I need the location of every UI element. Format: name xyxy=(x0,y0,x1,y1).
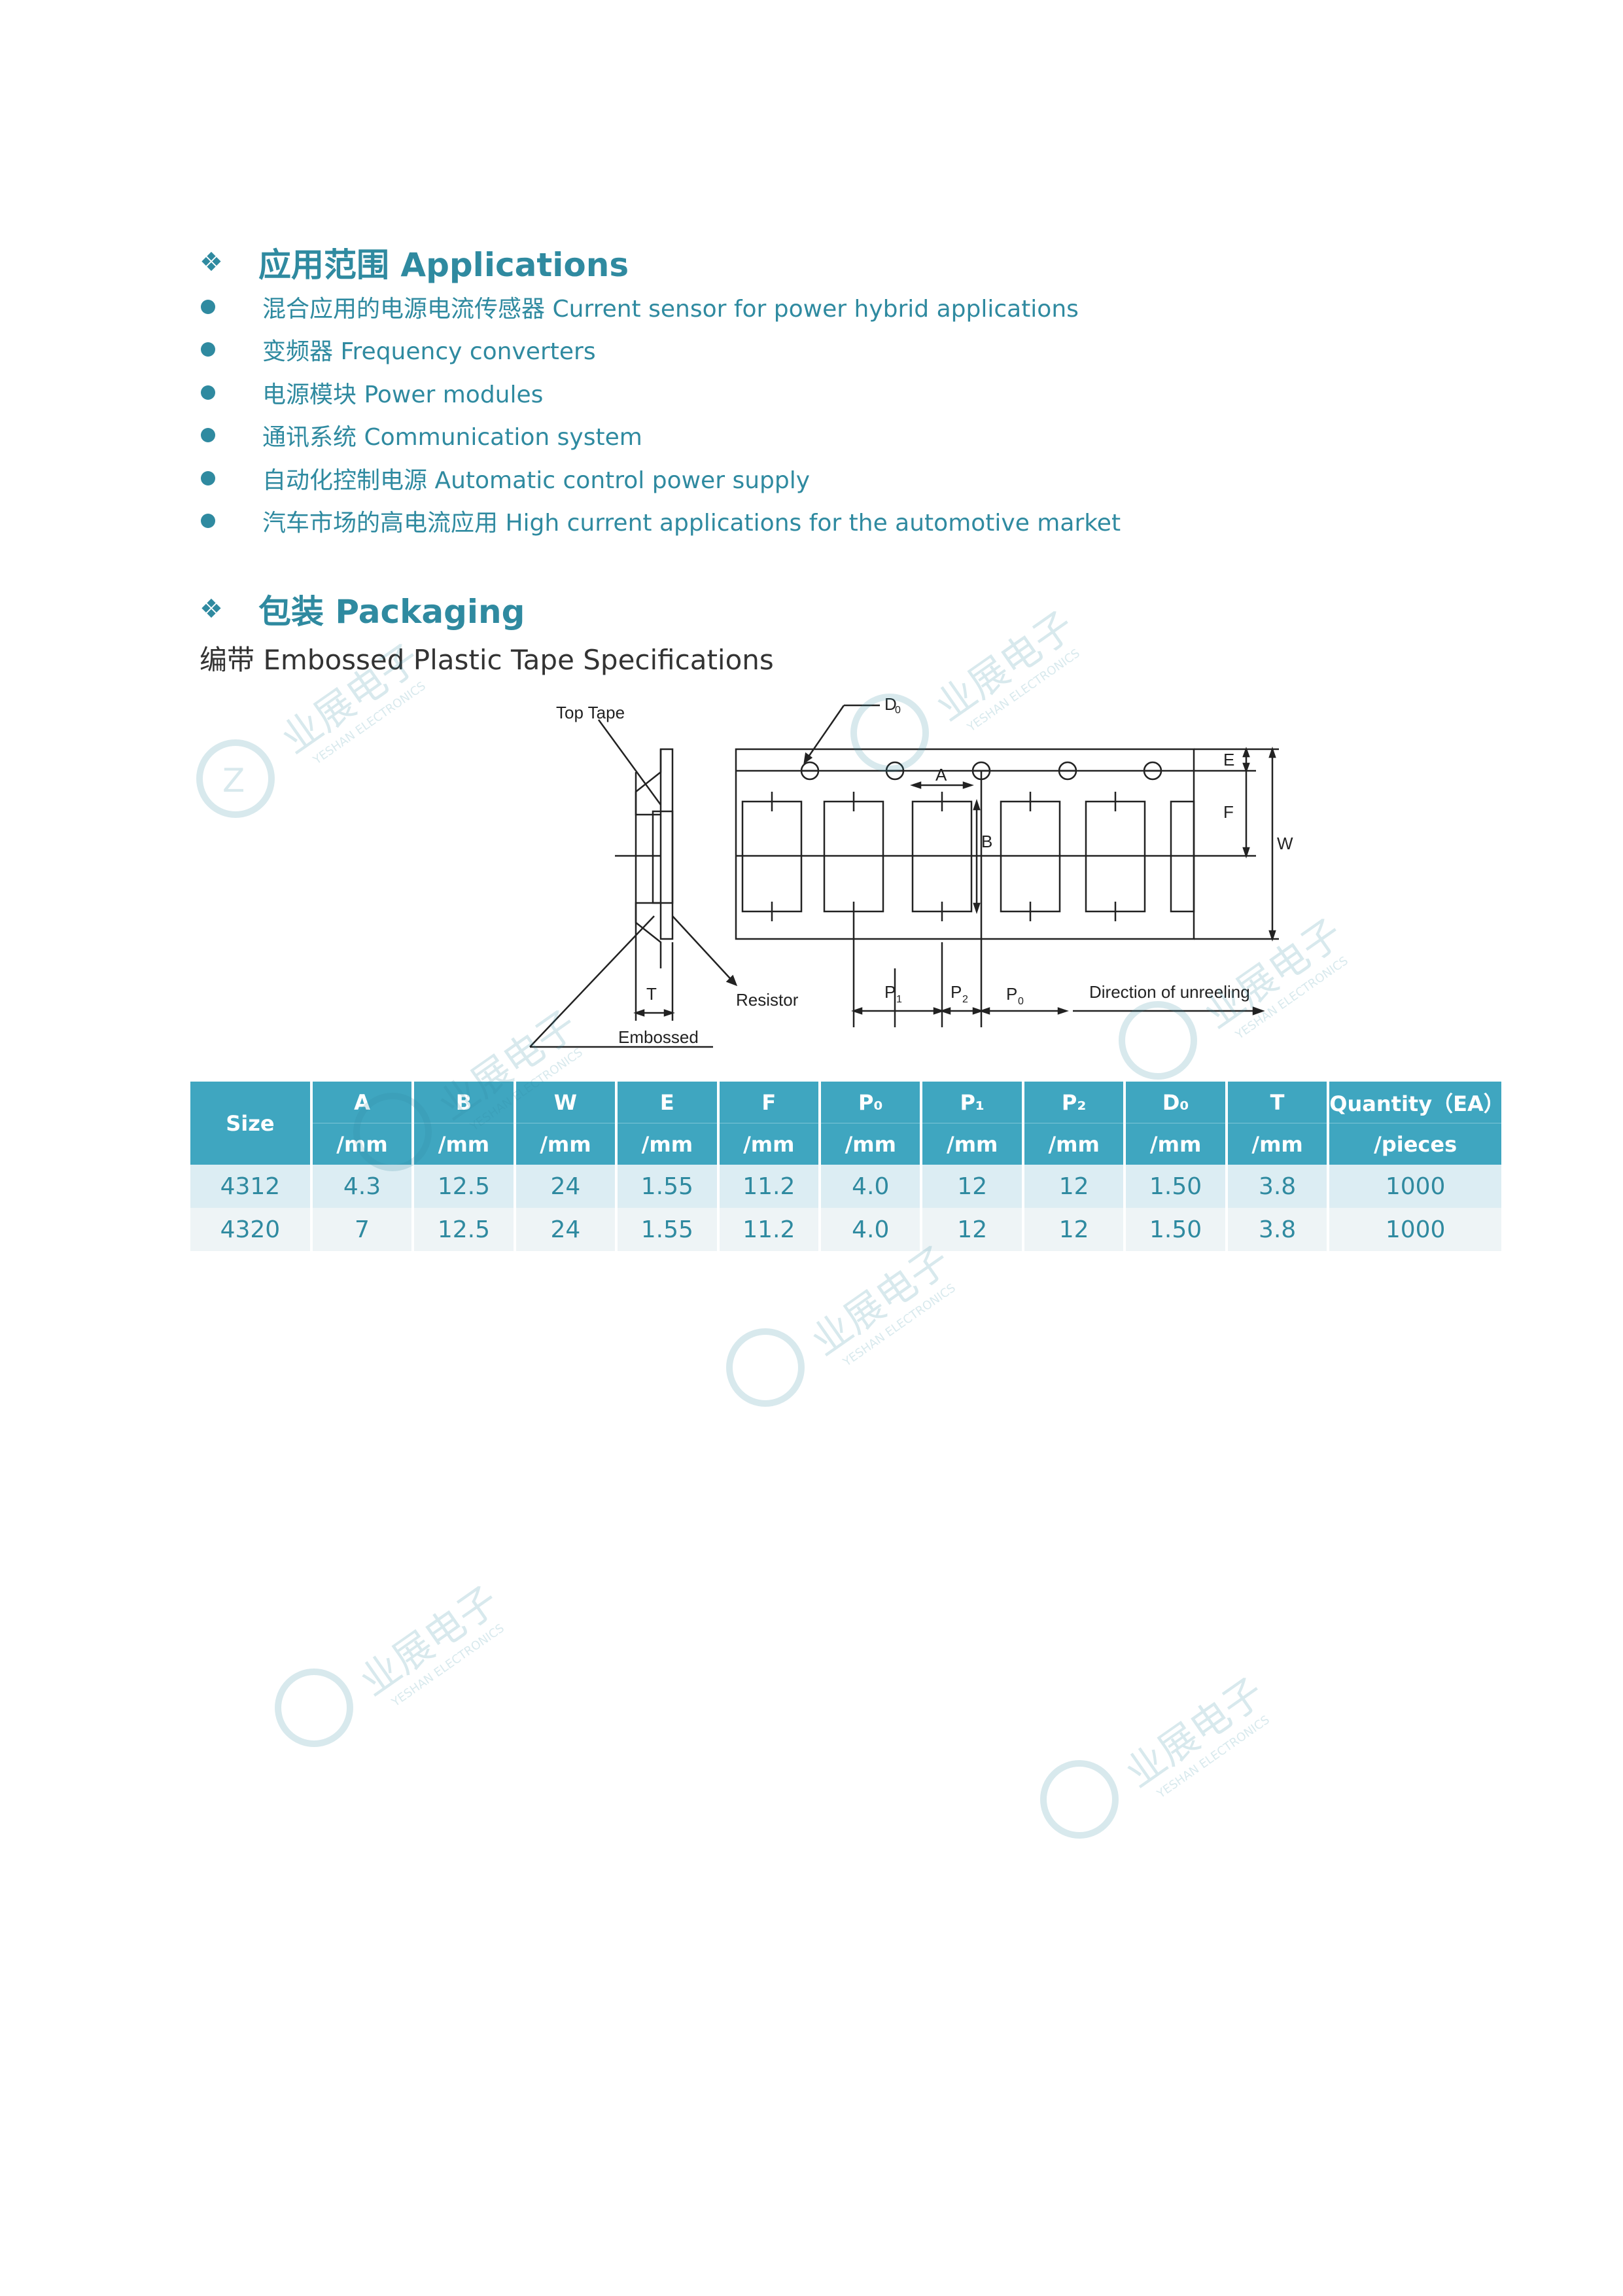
header-d0: D₀ xyxy=(1126,1082,1225,1123)
header-unit: /mm xyxy=(414,1123,514,1165)
list-item: 通讯系统 Communication system xyxy=(200,414,1121,457)
header-unit: /mm xyxy=(922,1123,1022,1165)
bullet-dot-icon xyxy=(201,342,215,357)
header-unit: /mm xyxy=(312,1123,412,1165)
header-size: Size xyxy=(190,1082,310,1165)
applications-list: 混合应用的电源电流传感器 Current sensor for power hy… xyxy=(200,285,1121,542)
header-p1: P₁ xyxy=(922,1082,1022,1123)
svg-text:YESHAN ELECTRONICS: YESHAN ELECTRONICS xyxy=(840,1281,958,1369)
label-a: A xyxy=(935,765,947,785)
top-tape-profile xyxy=(635,749,662,816)
diamond-bullet-icon: ❖ xyxy=(200,247,223,277)
svg-text:Z: Z xyxy=(222,762,245,800)
resistor-leader xyxy=(672,915,737,985)
list-item: 汽车市场的高电流应用 High current applications for… xyxy=(200,500,1121,543)
table-row: 4320 7 12.5 24 1.55 11.2 4.0 12 12 1.50 … xyxy=(190,1208,1501,1251)
header-p0: P₀ xyxy=(821,1082,920,1123)
label-direction: Direction of unreeling xyxy=(1089,982,1250,1002)
applications-heading: ❖ 应用范围 Applications xyxy=(200,239,629,286)
label-f: F xyxy=(1223,802,1234,822)
embossed-pocket-profile xyxy=(652,810,674,904)
header-b: B xyxy=(414,1082,514,1123)
header-w: W xyxy=(515,1082,616,1123)
packaging-title: 包装 Packaging xyxy=(258,593,525,631)
label-w: W xyxy=(1277,834,1293,853)
header-quantity: Quantity（EA） xyxy=(1329,1082,1505,1123)
header-unit: /mm xyxy=(515,1123,616,1165)
list-item: 混合应用的电源电流传感器 Current sensor for power hy… xyxy=(200,285,1121,328)
svg-text:业展电子: 业展电子 xyxy=(352,1578,507,1705)
packaging-subheading: 编带 Embossed Plastic Tape Specifications xyxy=(200,644,774,676)
header-unit: /pieces xyxy=(1329,1123,1501,1165)
label-p2: P xyxy=(951,982,962,1002)
bullet-dot-icon xyxy=(201,514,215,529)
label-t: T xyxy=(646,984,657,1004)
watermark-logo: 业展电子 YESHAN ELECTRONICS xyxy=(1040,1669,1272,1839)
label-d0: D xyxy=(884,694,897,714)
list-item: 电源模块 Power modules xyxy=(200,371,1121,414)
bullet-dot-icon xyxy=(201,470,215,486)
label-b: B xyxy=(981,832,992,851)
svg-text:YESHAN ELECTRONICS: YESHAN ELECTRONICS xyxy=(389,1621,506,1710)
packaging-heading: ❖ 包装 Packaging xyxy=(200,586,525,633)
svg-text:1: 1 xyxy=(896,994,902,1005)
watermark-logo: 业展电子 YESHAN ELECTRONICS xyxy=(275,1578,507,1747)
header-a: A xyxy=(312,1082,412,1123)
bullet-dot-icon xyxy=(201,299,215,314)
spec-table: Size A B W E F P₀ P₁ P₂ D₀ T Quantity（EA… xyxy=(188,1082,1505,1251)
svg-text:业展电子: 业展电子 xyxy=(803,1237,958,1365)
label-resistor: Resistor xyxy=(736,990,799,1010)
header-unit: /mm xyxy=(618,1123,717,1165)
label-e: E xyxy=(1223,750,1234,769)
header-t: T xyxy=(1227,1082,1327,1123)
svg-text:2: 2 xyxy=(962,994,968,1005)
label-top-tape: Top Tape xyxy=(556,703,625,722)
header-p2: P₂ xyxy=(1024,1082,1124,1123)
bullet-dot-icon xyxy=(201,385,215,400)
tape-edge-profile xyxy=(659,748,674,940)
list-item: 变频器 Frequency converters xyxy=(200,328,1121,372)
diamond-bullet-icon: ❖ xyxy=(200,594,223,624)
header-f: F xyxy=(719,1082,819,1123)
svg-text:YESHAN ELECTRONICS: YESHAN ELECTRONICS xyxy=(310,679,428,768)
svg-text:0: 0 xyxy=(1018,996,1024,1007)
list-item: 自动化控制电源 Automatic control power supply xyxy=(200,457,1121,500)
embossed-leader-1 xyxy=(529,915,655,1048)
tape-diagram: Top Tape D 0 A B E F W T Resistor Emboss… xyxy=(529,694,1293,1048)
svg-text:业展电子: 业展电子 xyxy=(1117,1669,1272,1797)
bullet-dot-icon xyxy=(201,428,215,443)
label-embossed: Embossed xyxy=(618,1027,699,1047)
table-row: 4312 4.3 12.5 24 1.55 11.2 4.0 12 12 1.5… xyxy=(190,1165,1501,1208)
header-unit: /mm xyxy=(1227,1123,1327,1165)
header-unit: /mm xyxy=(1126,1123,1225,1165)
applications-title: 应用范围 Applications xyxy=(258,246,629,284)
header-unit: /mm xyxy=(1024,1123,1124,1165)
svg-text:0: 0 xyxy=(895,705,901,716)
label-p1: P xyxy=(884,982,896,1002)
header-unit: /mm xyxy=(719,1123,819,1165)
header-e: E xyxy=(618,1082,717,1123)
label-p0: P xyxy=(1006,984,1017,1004)
svg-text:YESHAN ELECTRONICS: YESHAN ELECTRONICS xyxy=(1154,1713,1272,1801)
top-tape-leader xyxy=(597,719,662,805)
embossed-profile xyxy=(635,902,662,968)
header-unit: /mm xyxy=(821,1123,920,1165)
